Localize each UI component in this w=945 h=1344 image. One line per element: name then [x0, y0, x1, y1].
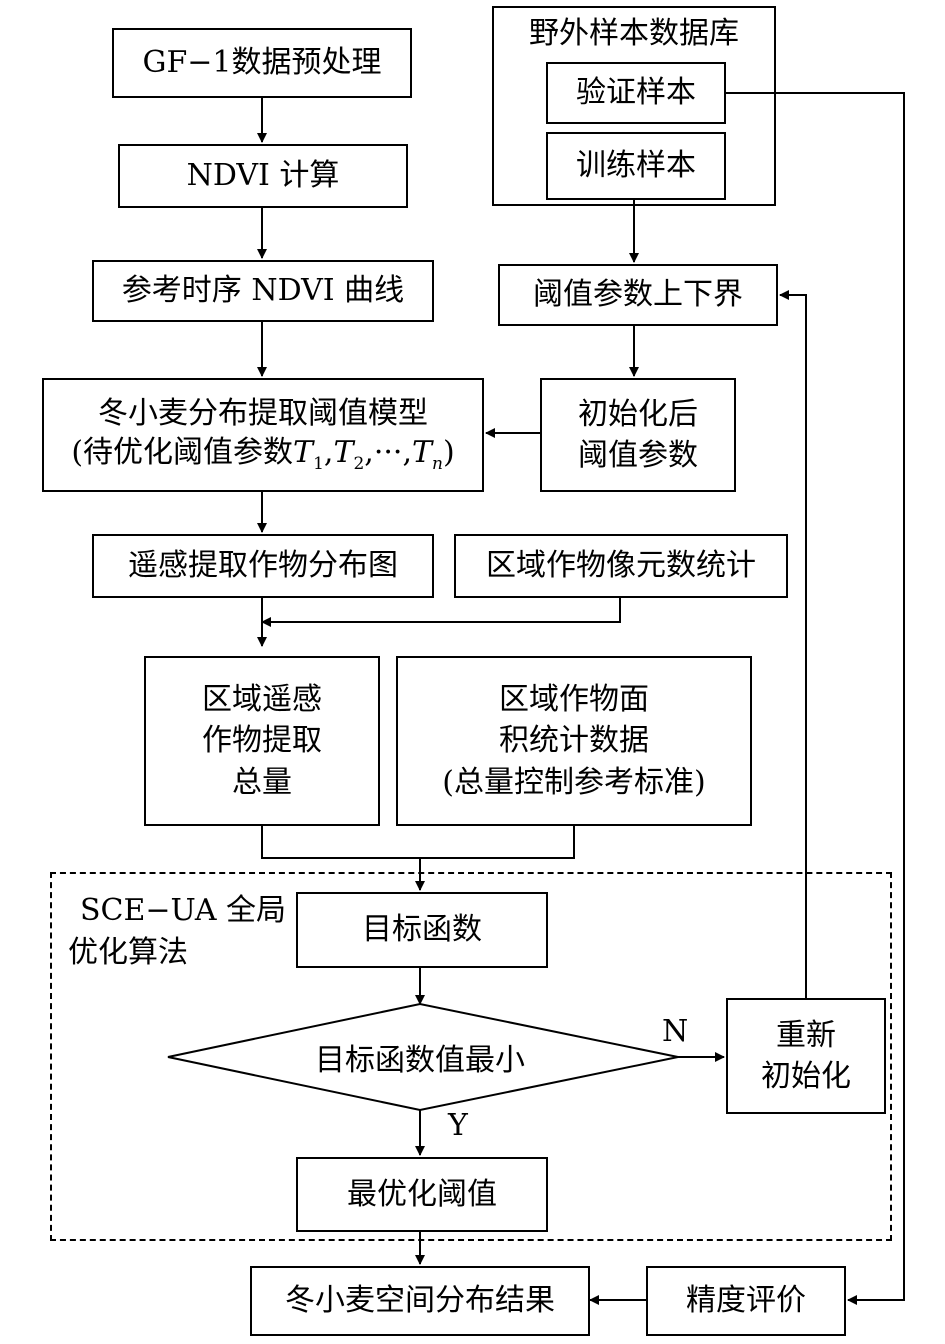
yes-branch-label: Y	[448, 1108, 468, 1143]
ref-curve-box: 参考时序 NDVI 曲线	[92, 260, 434, 322]
validation-sample-label: 验证样本	[576, 75, 696, 111]
param-t1: T1	[293, 435, 324, 475]
model-params-suffix: )	[442, 435, 455, 471]
reinitialize-line2: 初始化	[761, 1059, 851, 1094]
pixel-stats-box: 区域作物像元数统计	[454, 534, 788, 598]
gf1-preprocess-box: GF−1数据预处理	[112, 28, 412, 98]
rs-total-box: 区域遥感 作物提取 总量	[144, 656, 380, 826]
reinitialize-line1: 重新	[776, 1017, 836, 1053]
initialized-params-box: 初始化后 阈值参数	[540, 378, 736, 492]
validation-sample-box: 验证样本	[546, 62, 726, 124]
accuracy-eval-box: 精度评价	[646, 1266, 846, 1336]
connector-pixelstats-merge	[261, 598, 621, 627]
rs-total-line2: 作物提取	[202, 723, 322, 759]
area-stats-line1: 区域作物面	[499, 681, 649, 717]
initialized-params-line2: 阈值参数	[578, 438, 698, 473]
optimal-threshold-box: 最优化阈值	[296, 1157, 548, 1232]
rs-total-line1: 区域遥感	[202, 681, 322, 717]
ndvi-calc-label: NDVI 计算	[186, 158, 340, 194]
reinitialize-box: 重新 初始化	[726, 998, 886, 1114]
sce-ua-label-line1: SCE−UA 全局	[79, 893, 287, 928]
param-t2: T2	[333, 435, 365, 475]
threshold-bounds-box: 阈值参数上下界	[498, 264, 778, 326]
arrow-reinit-to-bounds	[779, 290, 807, 998]
threshold-bounds-label: 阈值参数上下界	[533, 277, 743, 313]
training-sample-box: 训练样本	[546, 132, 726, 200]
model-params-prefix: (待优化阈值参数	[71, 435, 294, 471]
threshold-model-line2: (待优化阈值参数T1,T2,···,Tn)	[71, 435, 455, 475]
arrow-validation-to-accuracy	[726, 92, 905, 1305]
sce-ua-region	[50, 872, 892, 1241]
decision-diamond-shape	[167, 1002, 679, 1112]
area-stats-line2: 积统计数据	[499, 723, 649, 759]
no-branch-label: N	[662, 1014, 689, 1049]
sce-ua-label: SCE−UA 全局 优化算法	[68, 893, 298, 971]
result-box: 冬小麦空间分布结果	[250, 1266, 590, 1336]
param-ellipsis: ···	[373, 435, 403, 471]
param-tn: Tn	[411, 435, 443, 475]
accuracy-eval-label: 精度评价	[686, 1283, 806, 1319]
result-label: 冬小麦空间分布结果	[285, 1283, 555, 1319]
pixel-stats-label: 区域作物像元数统计	[486, 548, 756, 584]
optimal-threshold-label: 最优化阈值	[347, 1176, 497, 1212]
rs-total-line3: 总量	[232, 764, 292, 800]
objective-function-label: 目标函数	[362, 912, 482, 948]
area-stats-box: 区域作物面 积统计数据 (总量控制参考标准)	[396, 656, 752, 826]
gf1-preprocess-label: GF−1数据预处理	[142, 45, 382, 81]
threshold-model-box: 冬小麦分布提取阈值模型 (待优化阈值参数T1,T2,···,Tn)	[42, 378, 484, 492]
min-decision-label: 目标函数值最小	[315, 1043, 525, 1078]
sce-ua-label-line2: 优化算法	[68, 935, 188, 970]
field-sample-db-frame	[492, 6, 776, 206]
rs-crop-map-label: 遥感提取作物分布图	[128, 548, 398, 584]
initialized-params-line1: 初始化后	[578, 396, 698, 432]
ndvi-calc-box: NDVI 计算	[118, 144, 408, 208]
field-sample-db-title: 野外样本数据库	[529, 16, 739, 51]
rs-crop-map-box: 遥感提取作物分布图	[92, 534, 434, 598]
objective-function-box: 目标函数	[296, 892, 548, 968]
training-sample-label: 训练样本	[576, 148, 696, 184]
threshold-model-line1: 冬小麦分布提取阈值模型	[98, 395, 428, 431]
area-stats-line3: (总量控制参考标准)	[442, 764, 706, 800]
ref-curve-label: 参考时序 NDVI 曲线	[121, 273, 405, 309]
connector-totals-merge	[261, 826, 575, 859]
